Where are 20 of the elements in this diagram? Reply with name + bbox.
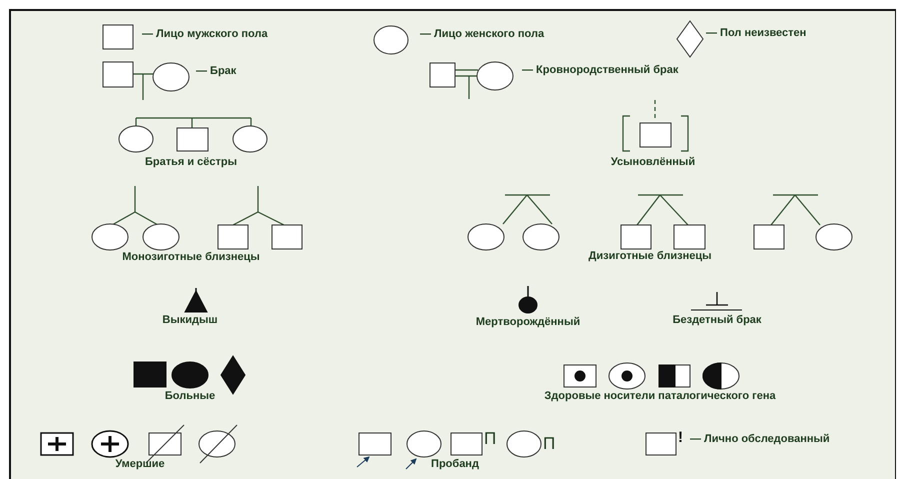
symbol-caption: — Пол неизвестен	[706, 27, 806, 40]
symbol-caption: Больные	[164, 390, 216, 403]
symbol-mark: П	[484, 430, 496, 447]
symbol-caption: Выкидыш	[162, 314, 218, 327]
symbol-caption: Дизиготные близнецы	[588, 250, 712, 263]
symbol-caption: — Лицо мужского пола	[142, 28, 268, 41]
symbol-caption: Братья и сёстры	[144, 156, 238, 169]
symbol-mark: !	[678, 429, 683, 446]
symbol-caption: — Кровнородственный брак	[522, 64, 678, 77]
symbol-caption: — Лицо женского пола	[420, 28, 544, 41]
symbol-caption: Бездетный брак	[672, 314, 762, 327]
symbol-caption: — Лично обследованный	[690, 433, 830, 446]
symbol-mark: П	[543, 435, 556, 452]
symbol-caption: Усыновлённый	[610, 156, 696, 169]
symbol-caption: Мертворождённый	[476, 316, 580, 329]
symbol-caption: Пробанд	[431, 458, 479, 471]
symbol-caption: Монозиготные близнецы	[122, 251, 260, 264]
symbol-caption: — Брак	[196, 65, 236, 78]
symbol-caption: Здоровые носители паталогического гена	[544, 390, 776, 403]
symbol-caption: Умершие	[115, 458, 165, 471]
